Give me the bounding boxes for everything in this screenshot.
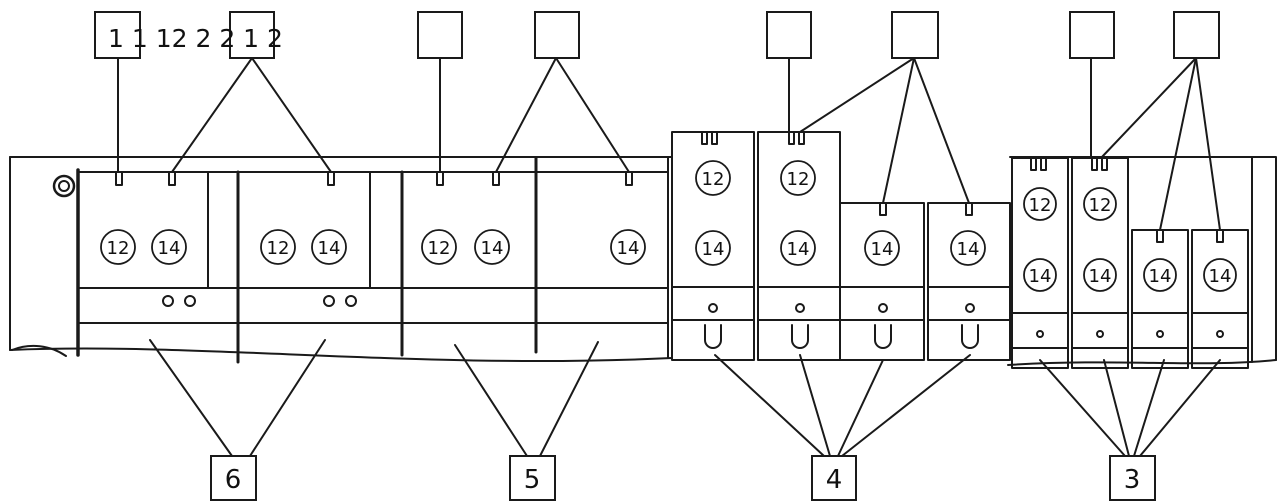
port-label-14: 14 [1089, 266, 1112, 287]
bottom-callouts [210, 455, 1156, 501]
port-label-14: 14 [702, 239, 725, 260]
port-markers [100, 160, 1237, 292]
mounting-ring-icon [52, 174, 76, 198]
port-label-14: 14 [158, 238, 181, 259]
port-label-14: 14 [1029, 266, 1052, 287]
port-label-14: 14 [481, 238, 504, 259]
port-label-12: 12 [702, 169, 725, 190]
port-label-12: 12 [1029, 195, 1052, 216]
port-label-12: 12 [787, 169, 810, 190]
callout-label-5: 5 [524, 465, 541, 495]
port-label-14: 14 [957, 239, 980, 260]
callout-label-6: 6 [225, 465, 242, 495]
callout-label-3: 3 [1124, 465, 1141, 495]
port-label-12: 12 [107, 238, 130, 259]
port-label-12: 12 [1089, 195, 1112, 216]
top-callouts [94, 11, 1220, 59]
port-label-12: 12 [428, 238, 451, 259]
port-label-14: 14 [617, 238, 640, 259]
port-label-14: 14 [787, 239, 810, 260]
port-label-12: 12 [267, 238, 290, 259]
port-label-14: 14 [1149, 266, 1172, 287]
port-label-14: 14 [318, 238, 341, 259]
callout-label-4: 4 [826, 465, 843, 495]
port-label-14: 14 [871, 239, 894, 260]
screw-heads [162, 295, 1224, 338]
port-label-14: 14 [1209, 266, 1232, 287]
terminal-lines [9, 57, 1277, 457]
top-callout-text: 1 1 12 2 2 1 2 [108, 24, 283, 53]
